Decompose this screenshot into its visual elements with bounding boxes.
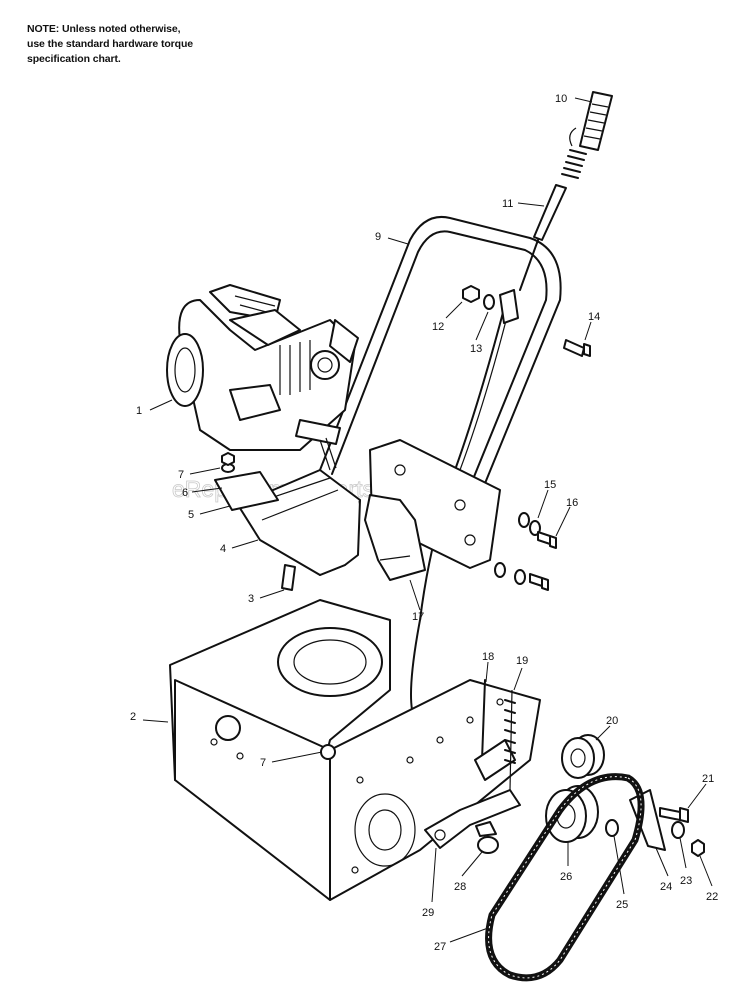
part-23-washer	[671, 821, 685, 839]
callout-26: 26	[560, 871, 572, 883]
callout-7-upper: 7	[178, 469, 184, 481]
callout-11: 11	[502, 198, 513, 210]
callout-18: 18	[482, 651, 494, 663]
part-13-washer	[483, 294, 495, 310]
control-cable-inner	[459, 304, 511, 471]
callout-2: 2	[130, 711, 136, 723]
callout-20: 20	[606, 715, 618, 727]
note-line-1: NOTE: Unless noted otherwise,	[27, 23, 181, 35]
part-5-plate	[214, 471, 279, 511]
callout-15: 15	[544, 479, 556, 491]
part-12-nut	[462, 285, 480, 303]
part-7-nut-upper	[221, 452, 235, 466]
part-14-bolt	[563, 339, 591, 357]
callout-27: 27	[434, 941, 446, 953]
part-20-pulley	[561, 734, 605, 779]
callout-10: 10	[555, 93, 567, 105]
callout-17: 17	[412, 611, 424, 623]
part-10-handle-grip	[579, 91, 613, 151]
callout-19: 19	[516, 655, 528, 667]
part-29-idler-arm	[424, 789, 521, 849]
part-27-belt	[485, 773, 645, 982]
callout-21: 21	[702, 773, 714, 785]
part-22-nut	[691, 839, 705, 857]
callout-14: 14	[588, 311, 600, 323]
part-16-bolts	[529, 531, 557, 591]
callout-13: 13	[470, 343, 482, 355]
callout-22: 22	[706, 891, 718, 903]
part-15-washers	[494, 512, 541, 585]
callout-3: 3	[248, 593, 254, 605]
callout-7-lower: 7	[260, 757, 266, 769]
callout-29: 29	[422, 907, 434, 919]
part-9-handle	[319, 216, 562, 521]
part-1-engine	[166, 284, 359, 471]
callout-5: 5	[188, 509, 194, 521]
callout-28: 28	[454, 881, 466, 893]
note-line-3: specification chart.	[27, 53, 121, 65]
callout-24: 24	[660, 881, 672, 893]
callout-12: 12	[432, 321, 444, 333]
part-19-spring	[504, 689, 516, 791]
callout-1: 1	[136, 405, 142, 417]
part-11-shift-rod	[519, 184, 567, 291]
part-26-pulley	[545, 785, 599, 843]
note-line-2: use the standard hardware torque	[27, 38, 194, 50]
part-3-bolt	[281, 564, 296, 591]
part-28-bolt	[475, 821, 499, 854]
callout-4: 4	[220, 543, 226, 555]
part-25-spacer	[605, 819, 619, 837]
part-cable-bracket	[499, 289, 519, 324]
callout-leaders	[142, 97, 713, 943]
callout-23: 23	[680, 875, 692, 887]
part-21-bolt	[659, 807, 689, 823]
part-17-bracket	[364, 494, 426, 581]
part-spring	[561, 127, 587, 179]
part-2-housing	[169, 599, 541, 901]
callout-6: 6	[182, 487, 188, 499]
callout-16: 16	[566, 497, 578, 509]
callout-25: 25	[616, 899, 628, 911]
torque-note: NOTE: Unless noted otherwise, use the st…	[27, 22, 307, 67]
callout-9: 9	[375, 231, 381, 243]
